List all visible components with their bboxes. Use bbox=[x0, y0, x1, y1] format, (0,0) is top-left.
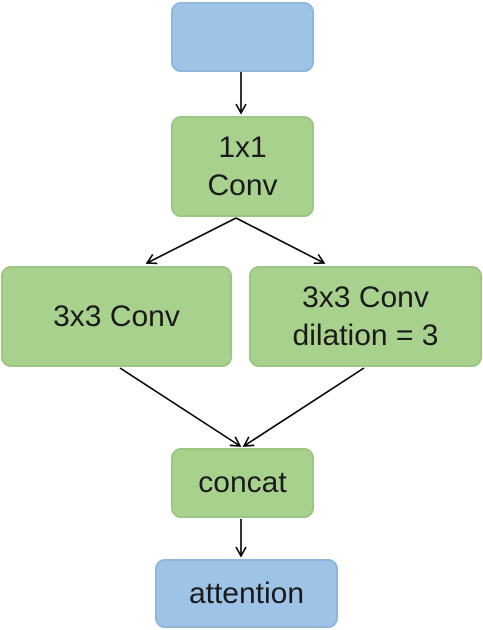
edge-conv3x3-to-concat bbox=[119, 367, 242, 447]
conv1x1-node: 1x1 Conv bbox=[171, 116, 314, 217]
attention-node: attention bbox=[155, 559, 338, 628]
conv3x3-dilated-label-line1: 3x3 Conv bbox=[302, 280, 429, 314]
conv3x3-label: 3x3 Conv bbox=[53, 299, 180, 333]
edge-conv1x1-to-conv3x3 bbox=[145, 217, 237, 265]
concat-node: concat bbox=[171, 448, 314, 518]
conv3x3-dilated-label-line2: dilation = 3 bbox=[292, 318, 439, 352]
input-node bbox=[171, 2, 314, 72]
conv1x1-label-line1: 1x1 bbox=[218, 130, 267, 164]
edge-conv1x1-to-dilated bbox=[235, 217, 326, 265]
conv3x3-node: 3x3 Conv bbox=[1, 266, 232, 367]
conv1x1-label-line2: Conv bbox=[207, 168, 278, 202]
attention-label: attention bbox=[188, 576, 305, 610]
edge-dilated-to-concat bbox=[242, 367, 365, 447]
concat-label: concat bbox=[198, 466, 287, 499]
conv3x3-dilated-node: 3x3 Conv dilation = 3 bbox=[249, 266, 482, 367]
